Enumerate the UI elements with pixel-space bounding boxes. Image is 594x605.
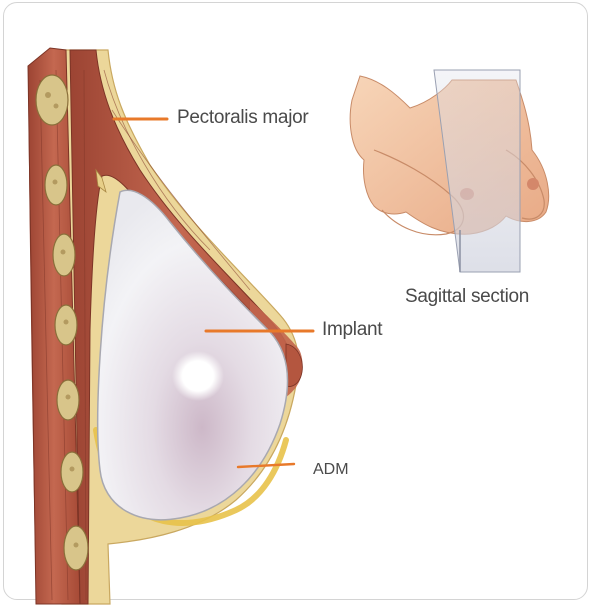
label-sagittal-section: Sagittal section: [405, 287, 529, 306]
label-pectoralis-major: Pectoralis major: [177, 108, 308, 127]
implant-highlight: [172, 351, 224, 401]
label-implant: Implant: [322, 320, 382, 339]
nipple: [286, 344, 302, 386]
external-view: [350, 70, 548, 272]
sagittal-plane: [434, 70, 520, 272]
cross-section: [28, 48, 303, 604]
label-adm: ADM: [313, 462, 349, 478]
